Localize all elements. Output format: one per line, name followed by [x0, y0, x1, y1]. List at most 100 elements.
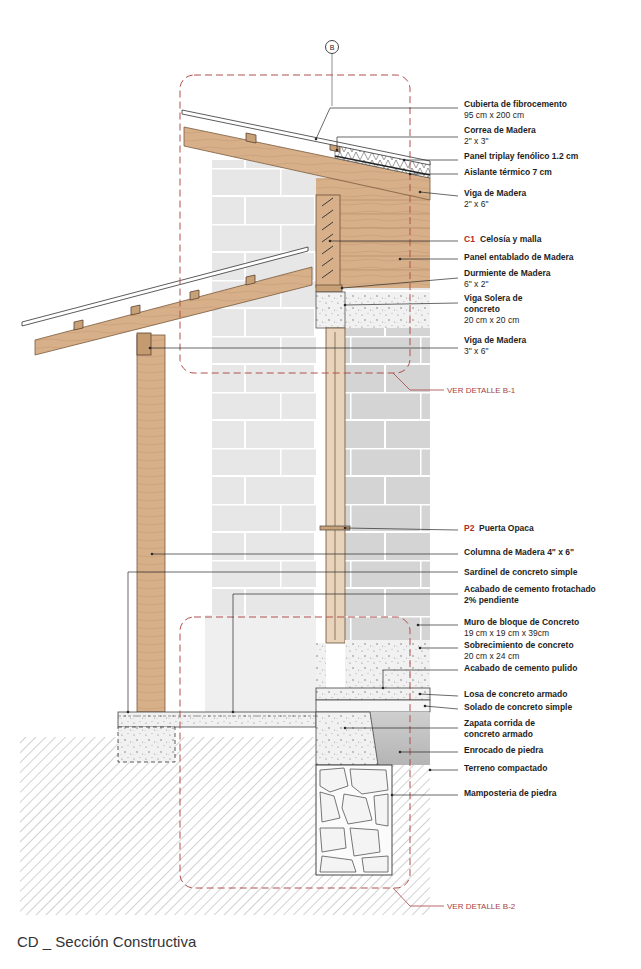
- axis-marker: B: [325, 40, 339, 54]
- drawing-part: [190, 290, 199, 300]
- drawing-part: [344, 527, 347, 530]
- part-label: Celosía y malla: [480, 234, 541, 245]
- drawing-part: [320, 828, 346, 852]
- wood-column: [137, 335, 165, 712]
- drawing-part: [340, 200, 430, 201]
- concrete-beam: [316, 292, 430, 328]
- panel-joints: [340, 200, 430, 270]
- drawing-part: [329, 240, 332, 243]
- axis-letter: B: [330, 44, 335, 51]
- dimension: 95 cm x 200 cm: [464, 110, 524, 121]
- purlin: [246, 133, 256, 143]
- detail-frame: [180, 75, 410, 373]
- door-handle: [320, 526, 350, 530]
- detail-reference: VER DETALLE B-1: [447, 385, 515, 396]
- drawing-part: [340, 228, 430, 229]
- drawing-part: [400, 752, 458, 753]
- drawing-part: [342, 278, 458, 288]
- sill-beam: [316, 285, 342, 292]
- drawing-part: [246, 275, 255, 285]
- part-label: Terreno compactado: [464, 763, 547, 774]
- drawing-part: [399, 258, 402, 261]
- drawing-part: [151, 553, 154, 556]
- block-wall: [205, 615, 316, 712]
- drawing-part: [322, 198, 333, 206]
- drawing-part: [429, 769, 432, 772]
- drawing-part: [391, 794, 394, 797]
- door: [326, 328, 345, 643]
- drawing-part: [425, 706, 458, 709]
- part-label: Mamposteria de piedra: [464, 788, 557, 799]
- part-label: Panel triplay fenólico 1.2 cm: [464, 151, 578, 162]
- drawing-part: [342, 794, 372, 824]
- drawing-part: [382, 687, 385, 690]
- drawing-part: [74, 320, 83, 330]
- drawing-part: [393, 373, 444, 390]
- drawing-part: [430, 770, 458, 771]
- detail-reference: VER DETALLE B-2: [447, 901, 515, 912]
- part-label: Enrocado de piedra: [464, 745, 543, 756]
- part-label: Acabado de cemento frotachado: [464, 584, 596, 595]
- drawing-part: [131, 305, 140, 315]
- drawing-part: [418, 625, 458, 626]
- part-label: Correa de Madera: [464, 125, 536, 136]
- dimension: 2" x 6": [464, 199, 488, 210]
- drawing-part: [345, 303, 458, 305]
- drawing-part: [127, 711, 130, 714]
- part-label: Zapata corrida de concreto armado: [464, 718, 558, 740]
- drawing-part: [233, 594, 458, 712]
- part-label: Puerta Opaca: [479, 523, 534, 534]
- drawing-part: [403, 159, 406, 162]
- block-wall: [345, 328, 430, 640]
- drawing-part: [350, 828, 380, 856]
- dimension: 3" x 6": [464, 346, 488, 357]
- drawing-part: [336, 149, 339, 152]
- drawing-part: [340, 270, 430, 271]
- dimension: 6" x 2": [464, 279, 488, 290]
- part-label: Viga de Madera: [464, 335, 526, 346]
- stones: [320, 768, 388, 872]
- part-label: Solado de concreto simple: [464, 702, 572, 713]
- roof-sheet: [22, 247, 308, 326]
- part-label: Losa de concreto armado: [464, 689, 567, 700]
- roof-sheet: [182, 110, 430, 165]
- part-label: Durmiente de Madera: [464, 268, 550, 279]
- drawing-part: [345, 528, 458, 530]
- stone-masonry: [316, 765, 392, 875]
- part-label: Panel entablado de Madera: [464, 252, 574, 263]
- drawing-part: [315, 138, 318, 141]
- part-label: Sardinel de concreto simple: [464, 567, 577, 578]
- drawing-part: [420, 694, 458, 696]
- drawing-part: [392, 795, 458, 796]
- plinth: [316, 643, 326, 688]
- lattice-slats: [322, 198, 333, 278]
- block-wall: [212, 160, 316, 615]
- drawing-part: [316, 108, 458, 139]
- drawing-part: [350, 769, 388, 794]
- drawing-part: [417, 624, 420, 627]
- dimension: 20 cm x 24 cm: [464, 651, 519, 662]
- sub-slab: [316, 700, 430, 712]
- part-label: Sobrecimiento de concreto: [464, 640, 574, 651]
- callout-number: P2: [464, 523, 474, 534]
- ground-hatch: [316, 712, 430, 915]
- drawing-part: [420, 192, 458, 196]
- drawing-part: [232, 711, 235, 714]
- ground-hatch: [20, 737, 316, 915]
- plinth: [345, 640, 430, 688]
- part-label: Viga Solera de concreto: [464, 293, 542, 315]
- concrete-beam-outline: [316, 292, 345, 328]
- part-label: Viga de Madera: [464, 188, 526, 199]
- drawing-part: [322, 246, 333, 254]
- slab: [316, 688, 430, 700]
- leader-dots: [127, 138, 432, 797]
- drawing-part: [399, 751, 402, 754]
- drawing-part: [344, 727, 347, 730]
- drawing-part: [152, 554, 458, 555]
- drawing-part: [409, 173, 412, 176]
- wood-beam: [137, 333, 151, 355]
- drawing-part: [320, 792, 340, 822]
- drawing-part: [320, 768, 348, 792]
